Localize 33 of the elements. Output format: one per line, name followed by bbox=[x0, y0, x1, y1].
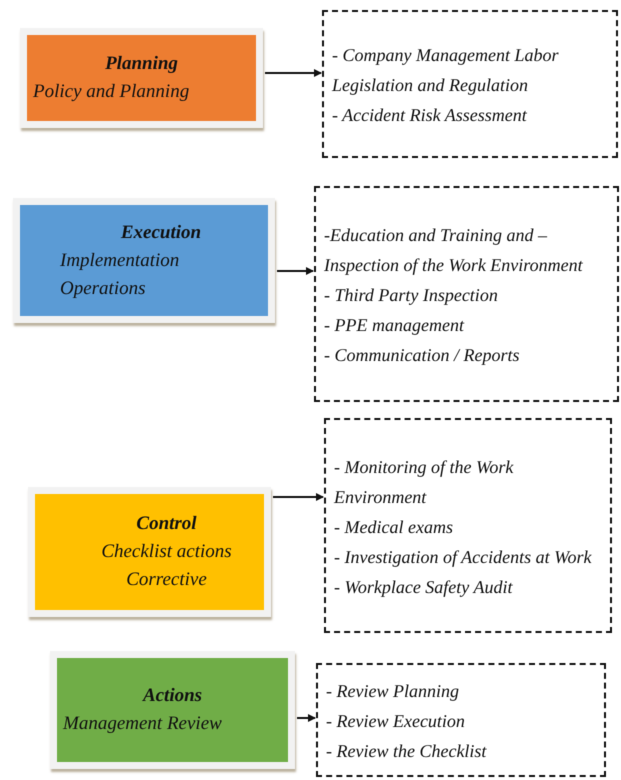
stage-title: Planning bbox=[104, 52, 179, 76]
list-item: - Monitoring of the Work Environment bbox=[334, 456, 514, 508]
stage-title: Control bbox=[135, 512, 198, 536]
list-item: - Company Management Labor Legislation and Regulation bbox=[332, 44, 560, 97]
list-item: -Education and Training and – Inspection of the Work Environment bbox=[324, 224, 584, 277]
list-item: - Review Planning bbox=[326, 680, 460, 703]
stage-box bbox=[20, 28, 263, 128]
arrow bbox=[273, 493, 324, 501]
stage-box bbox=[50, 651, 295, 769]
stage-subtitle: Checklist actions Corrective bbox=[100, 540, 233, 592]
list-item: - Communication / Reports bbox=[324, 344, 520, 367]
stage-box bbox=[28, 487, 271, 617]
list-item: - Medical exams bbox=[334, 516, 454, 538]
stage-subtitle: Policy and Planning bbox=[33, 80, 190, 104]
list-item: - Investigation of Accidents at Work bbox=[334, 546, 593, 569]
dashed-list-box bbox=[316, 663, 606, 777]
arrow bbox=[297, 714, 316, 722]
stage-title: Execution bbox=[120, 220, 202, 244]
list-item: - Third Party Inspection bbox=[324, 284, 499, 307]
dashed-list-box bbox=[314, 186, 619, 402]
list-item: - Accident Risk Assessment bbox=[332, 104, 528, 127]
dashed-list-box bbox=[322, 10, 618, 158]
arrow bbox=[277, 267, 314, 275]
stage-title: Actions bbox=[141, 684, 204, 708]
arrow bbox=[265, 69, 322, 77]
stage-subtitle: Implementation Operations bbox=[60, 248, 180, 300]
list-item: - Review the Checklist bbox=[326, 740, 488, 763]
stage-subtitle: Management Review bbox=[63, 712, 223, 736]
list-item: - Workplace Safety Audit bbox=[334, 576, 514, 599]
list-item: - PPE management bbox=[324, 314, 466, 337]
stage-box bbox=[13, 198, 275, 323]
dashed-list-box bbox=[324, 418, 612, 633]
list-item: - Review Execution bbox=[326, 710, 466, 733]
